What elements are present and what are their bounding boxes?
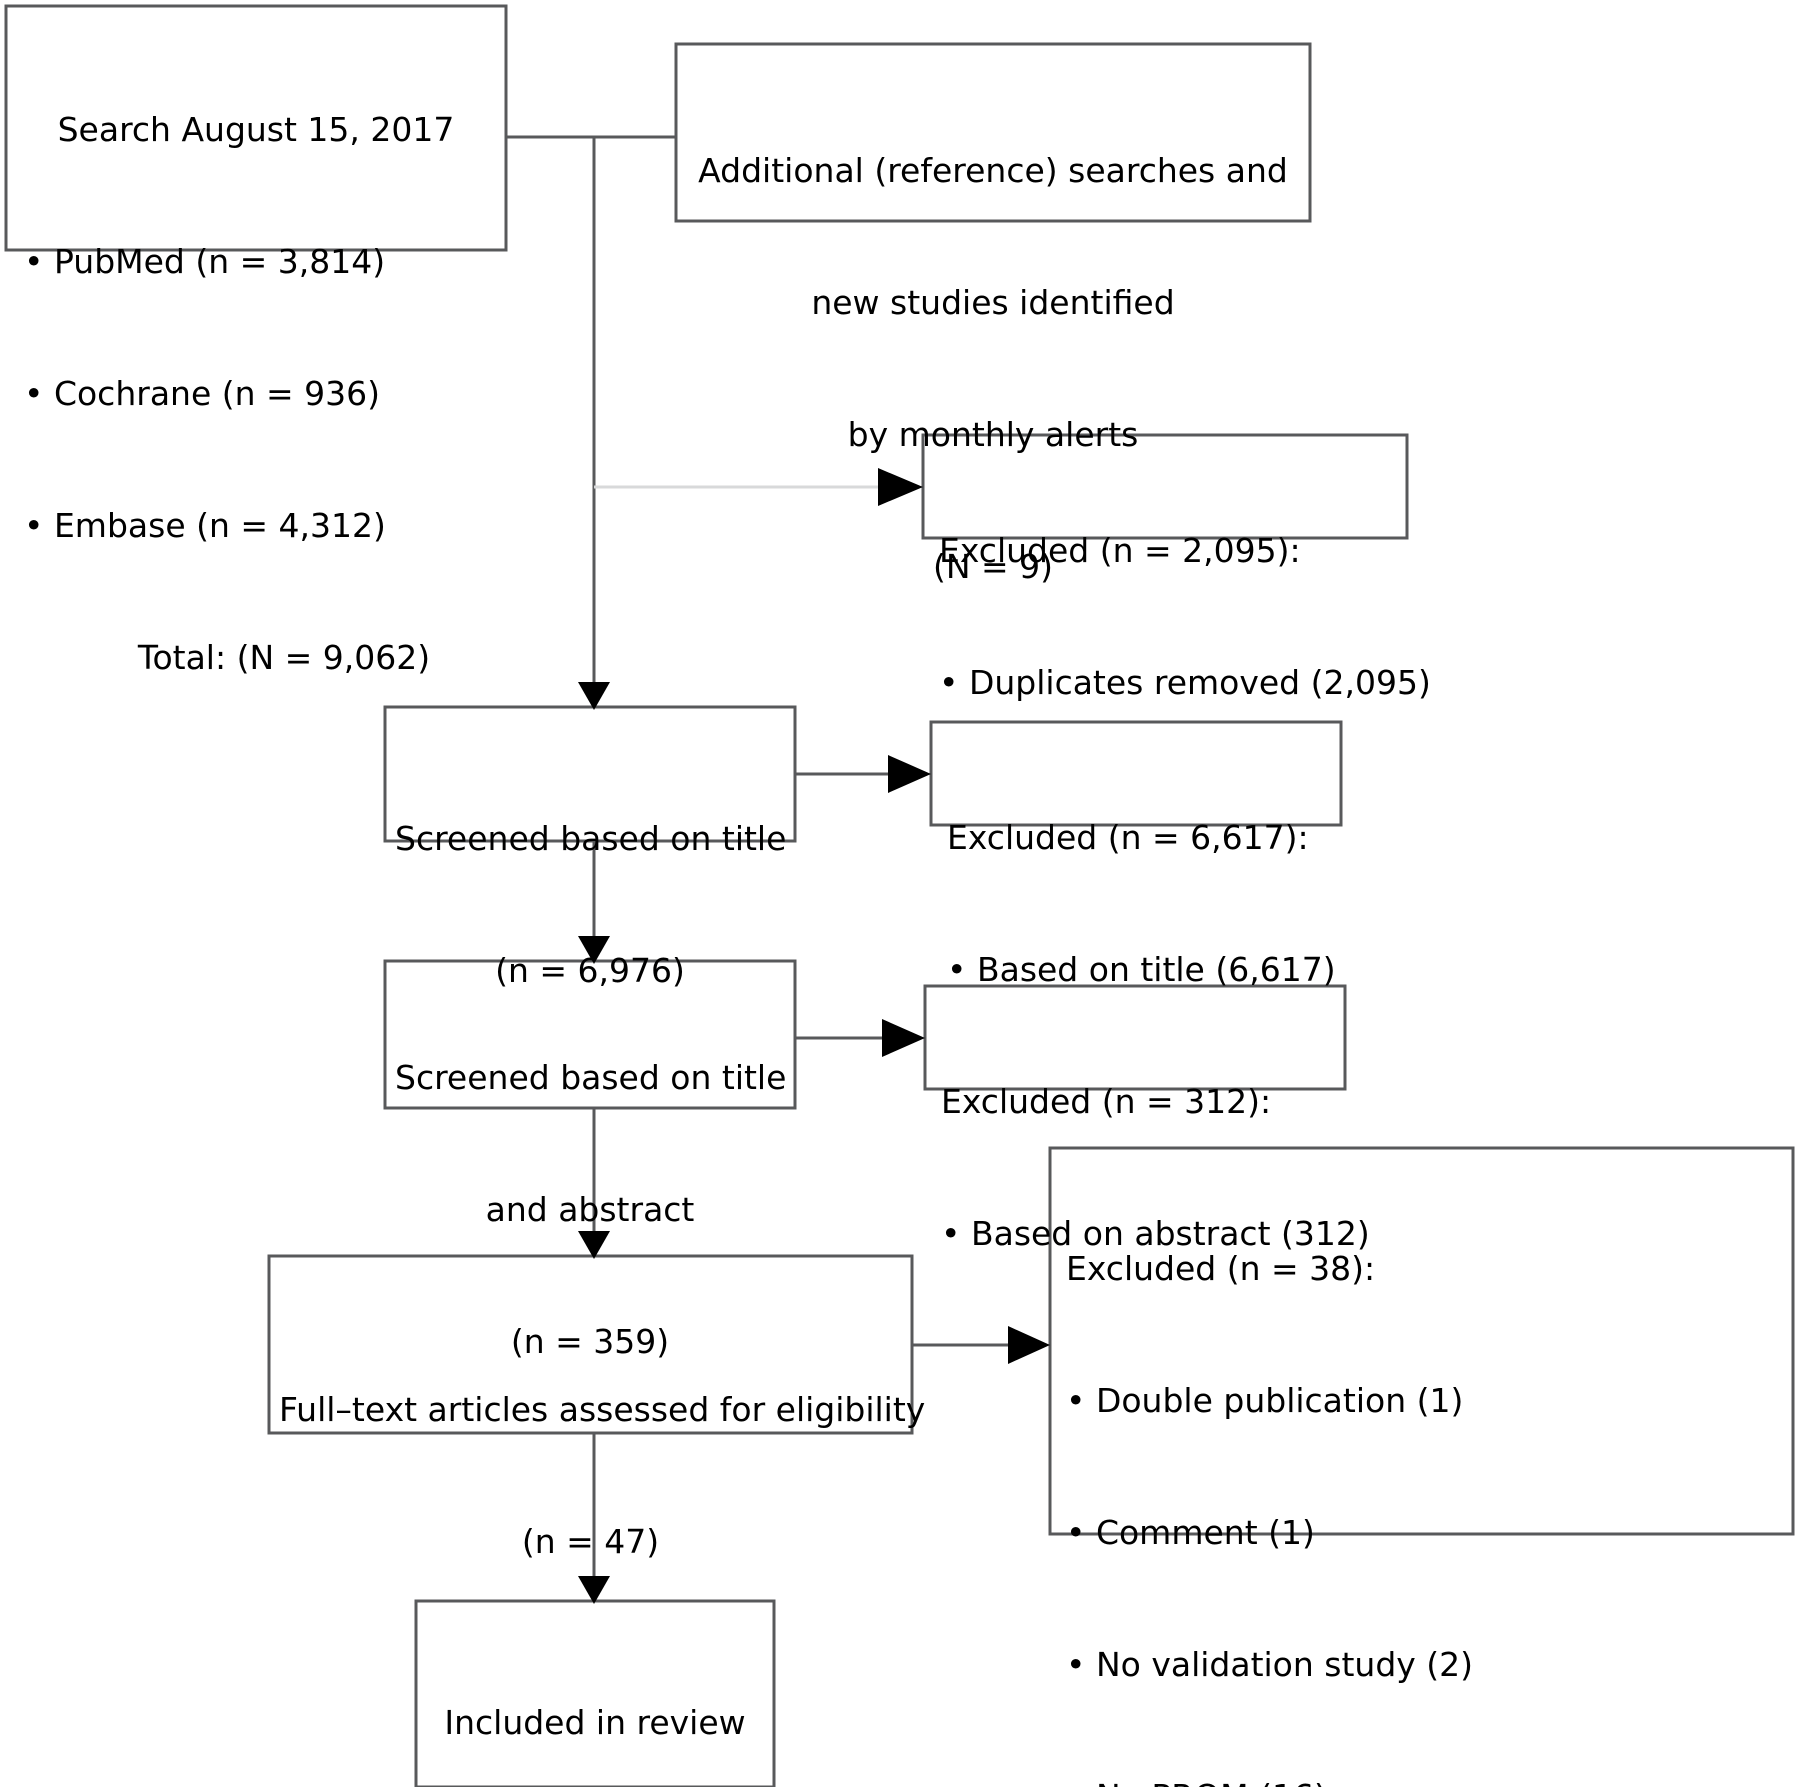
arrowhead-to-screened-title xyxy=(578,682,610,710)
excluded-title-heading: Excluded (n = 6,617): xyxy=(947,818,1309,857)
search-source-pubmed: • PubMed (n = 3,814) xyxy=(24,242,386,281)
fulltext-assessed-box-outline xyxy=(267,1254,914,1435)
additional-searches-box: Additional (reference) searches and new … xyxy=(676,44,1310,586)
included-in-review-box: Included in review (n = 16) • Articles (… xyxy=(416,1601,774,1787)
fulltext-assessed-box: Full–text articles assessed for eligibil… xyxy=(269,1256,926,1561)
excluded-fulltext-item-3: • No validation study (2) xyxy=(1066,1645,1474,1684)
screened-title-label: Screened based on title xyxy=(395,819,787,858)
excluded-title-item-1: • Based on title (6,617) xyxy=(947,950,1336,989)
arrowhead-to-excluded-title xyxy=(888,755,931,793)
excluded-abstract-box: Excluded (n = 312): • Based on abstract … xyxy=(925,986,1370,1253)
excluded-fulltext-item-1: • Double publication (1) xyxy=(1066,1381,1464,1420)
search-sources-heading: Search August 15, 2017 xyxy=(57,110,455,149)
excluded-abstract-heading: Excluded (n = 312): xyxy=(941,1082,1272,1121)
excluded-fulltext-heading: Excluded (n = 38): xyxy=(1066,1249,1376,1288)
excluded-duplicates-item-1: • Duplicates removed (2,095) xyxy=(939,663,1431,702)
search-sources-box-outline xyxy=(4,4,508,252)
included-in-review-box-outline xyxy=(414,1599,776,1787)
screened-title-box: Screened based on title (n = 6,976) xyxy=(385,707,795,990)
additional-searches-box-outline xyxy=(674,42,1312,223)
excluded-duplicates-box-outline xyxy=(921,433,1409,540)
screened-abstract-line-1: Screened based on title xyxy=(395,1058,787,1097)
excluded-abstract-box-outline xyxy=(923,984,1347,1091)
screened-title-box-outline xyxy=(383,705,797,843)
excluded-fulltext-box: Excluded (n = 38): • Double publication … xyxy=(1050,1148,1793,1787)
excluded-fulltext-item-4: • No PROM (16) xyxy=(1066,1775,1777,1787)
search-source-embase: • Embase (n = 4,312) xyxy=(24,506,386,545)
additional-searches-line-2: new studies identified xyxy=(811,283,1175,322)
additional-searches-line-3: by monthly alerts xyxy=(847,415,1139,454)
screened-abstract-line-2: and abstract xyxy=(485,1190,695,1229)
excluded-fulltext-box-outline xyxy=(1048,1146,1795,1536)
arrowhead-to-excluded-duplicates xyxy=(878,468,923,506)
additional-searches-line-1: Additional (reference) searches and xyxy=(698,151,1288,190)
screened-title-abstract-box-outline xyxy=(383,959,797,1110)
excluded-title-box-outline xyxy=(929,720,1343,827)
arrowhead-to-included xyxy=(578,1576,610,1604)
search-source-cochrane: • Cochrane (n = 936) xyxy=(24,374,381,413)
excluded-duplicates-heading: Excluded (n = 2,095): xyxy=(939,531,1301,570)
arrowhead-to-screened-abstract xyxy=(578,936,610,964)
included-in-review-label: Included in review xyxy=(444,1703,746,1742)
excluded-fulltext-item-2: • Comment (1) xyxy=(1066,1513,1315,1552)
fulltext-assessed-count: (n = 47) xyxy=(521,1522,660,1561)
excluded-duplicates-box: Excluded (n = 2,095): • Duplicates remov… xyxy=(923,435,1431,702)
screened-abstract-count: (n = 359) xyxy=(510,1322,670,1361)
arrowhead-to-excluded-abstract xyxy=(882,1019,925,1057)
screened-title-count: (n = 6,976) xyxy=(495,951,685,990)
arrowhead-to-fulltext xyxy=(578,1231,610,1259)
screened-title-abstract-box: Screened based on title and abstract (n … xyxy=(385,961,795,1361)
excluded-title-box: Excluded (n = 6,617): • Based on title (… xyxy=(931,722,1341,989)
fulltext-assessed-label: Full–text articles assessed for eligibil… xyxy=(279,1390,926,1429)
arrowhead-to-excluded-fulltext xyxy=(1008,1326,1050,1364)
additional-searches-count: (N = 9) xyxy=(932,547,1054,586)
search-sources-total: Total: (N = 9,062) xyxy=(137,638,431,677)
search-sources-box: Search August 15, 2017 • PubMed (n = 3,8… xyxy=(6,6,506,677)
